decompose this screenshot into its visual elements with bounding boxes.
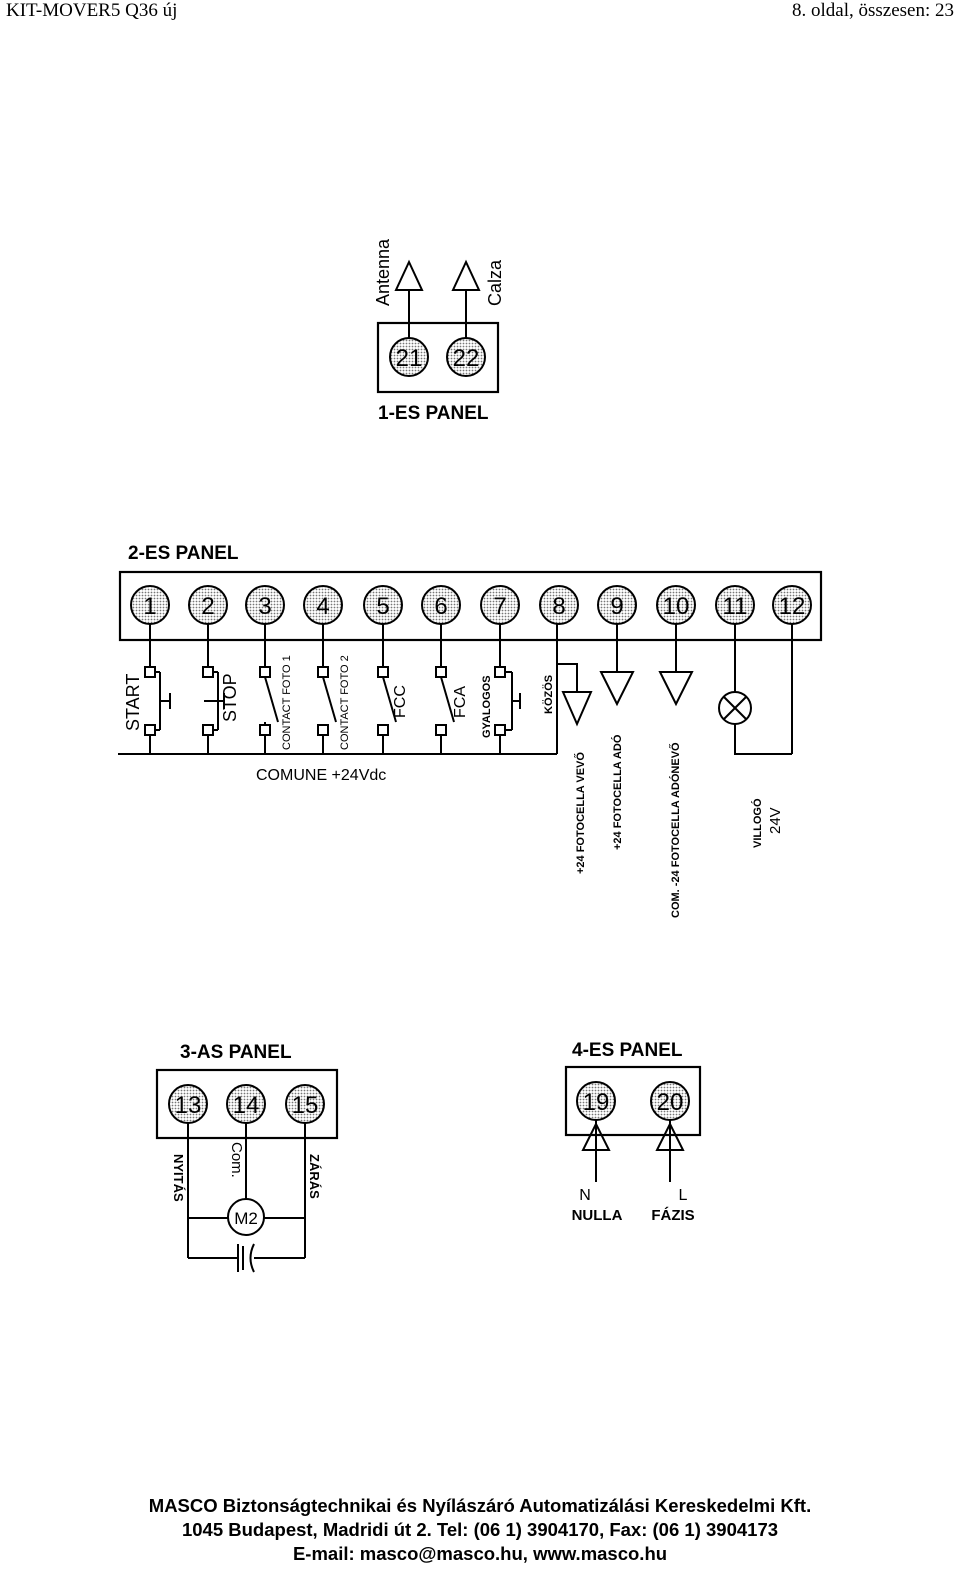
label-fca: FCA <box>452 686 469 718</box>
vevo-arrow-icon <box>561 691 593 727</box>
terminal-19-label: 19 <box>583 1089 610 1116</box>
label-kozos: KÖZÖS <box>542 675 555 714</box>
label-villogo: VILLOGÓ <box>751 798 764 848</box>
wiring-diagram: Antenna Calza 1-ES PANEL 2-ES PANEL 1234… <box>118 238 823 1273</box>
capacitor-icon <box>237 1243 255 1273</box>
terminal-14-label: 14 <box>233 1092 260 1119</box>
fazis-arrow-icon <box>655 1121 685 1151</box>
terminal-15-label: 15 <box>292 1092 319 1119</box>
terminal-5-label: 5 <box>376 593 389 620</box>
panel-4-title: 4-ES PANEL <box>572 1040 683 1061</box>
page-number: 8. oldal, összesen: 23 <box>791 0 954 21</box>
com-ado-arrow-icon <box>658 671 694 707</box>
panel-3 <box>155 1068 339 1273</box>
nulla-arrow-icon <box>581 1121 611 1151</box>
panel-4 <box>564 1065 702 1182</box>
antenna-arrow-icon <box>394 259 424 291</box>
label-24v: 24V <box>767 807 784 834</box>
label-nyitas: NYITÁS <box>171 1154 186 1202</box>
terminal-8-label: 8 <box>552 593 565 620</box>
document-header-title: KIT-MOVER5 Q36 új <box>6 0 178 21</box>
lamp-icon <box>718 691 752 725</box>
terminal-1-label: 1 <box>143 593 156 620</box>
terminal-9-label: 9 <box>610 593 623 620</box>
panel-2 <box>118 570 823 755</box>
label-start: START <box>123 674 143 731</box>
label-contact-foto-2: CONTACT FOTO 2 <box>339 655 351 750</box>
terminal-13-label: 13 <box>175 1092 202 1119</box>
label-nulla: NULLA <box>572 1207 623 1224</box>
calza-arrow-icon <box>451 259 481 291</box>
label-antenna: Antenna <box>373 238 393 306</box>
footer-company: MASCO Biztonságtechnikai és Nyílászáró A… <box>148 1495 812 1516</box>
terminal-7-label: 7 <box>493 593 506 620</box>
label-l: L <box>679 1187 688 1204</box>
label-zaras: ZÁRÁS <box>307 1154 322 1199</box>
footer-address: 1045 Budapest, Madridi út 2. Tel: (06 1)… <box>181 1519 779 1540</box>
footer-contact: E-mail: masco@masco.hu, www.masco.hu <box>292 1543 668 1564</box>
label-fotocella-vevo: +24 FOTOCELLA VEVŐ <box>574 752 587 874</box>
label-stop: STOP <box>220 673 240 722</box>
terminal-11-label: 11 <box>723 593 748 620</box>
panel-3-title: 3-AS PANEL <box>180 1042 292 1063</box>
label-fazis: FÁZIS <box>651 1207 694 1224</box>
label-calza: Calza <box>485 259 505 306</box>
panel-1 <box>376 259 500 394</box>
terminal-12-label: 12 <box>779 593 806 620</box>
terminal-20-label: 20 <box>657 1089 684 1116</box>
terminal-22-label: 22 <box>453 345 480 372</box>
panel-2-title: 2-ES PANEL <box>128 543 239 564</box>
label-gyalogos: GYALOGOS <box>481 675 493 738</box>
panel-1-title: 1-ES PANEL <box>378 403 489 424</box>
label-n: N <box>579 1187 591 1204</box>
terminal-6-label: 6 <box>434 593 447 620</box>
terminal-2-label: 2 <box>201 593 214 620</box>
terminal-3-label: 3 <box>258 593 271 620</box>
terminal-21-label: 21 <box>396 345 423 372</box>
terminal-8 <box>539 585 579 625</box>
label-comune: COMUNE +24Vdc <box>256 767 386 784</box>
ado-arrow-icon <box>599 671 635 707</box>
label-motor: M2 <box>234 1209 258 1228</box>
terminal-4-label: 4 <box>316 593 329 620</box>
label-fcc: FCC <box>392 685 409 718</box>
label-contact-foto-1: CONTACT FOTO 1 <box>281 655 293 750</box>
terminal-10-label: 10 <box>663 593 690 620</box>
label-com: Com. <box>228 1142 245 1178</box>
label-com-fotocella: COM. -24 FOTOCELLA ADÓNEVŐ <box>669 742 682 918</box>
label-fotocella-ado: +24 FOTOCELLA ADÓ <box>611 734 624 850</box>
